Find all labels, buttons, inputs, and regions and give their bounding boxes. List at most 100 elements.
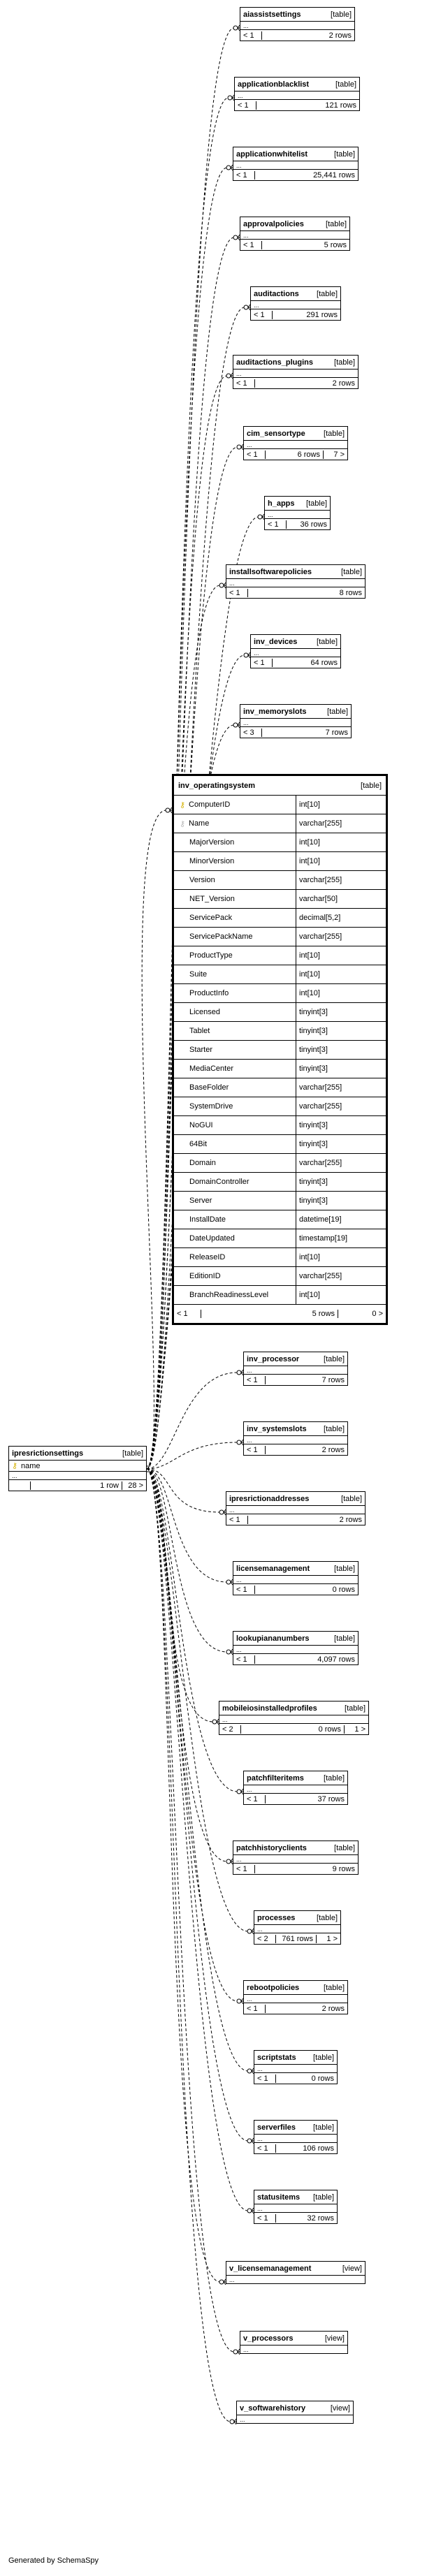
- table-header: h_apps[table]: [265, 497, 330, 510]
- table-name: lookupiananumbers: [236, 1634, 310, 1643]
- table-type: [table]: [334, 1634, 355, 1643]
- row-count: 5 rows: [261, 240, 349, 249]
- ellipsis: ...: [254, 649, 259, 657]
- column-type: varchar[255]: [299, 932, 342, 941]
- ellipsis: ...: [243, 2346, 249, 2353]
- table-header: patchhistoryclients[table]: [233, 1841, 358, 1854]
- row-count: 2 rows: [265, 2004, 347, 2013]
- crowfoot-marker: [240, 1439, 244, 1446]
- zero-or-many-marker: [233, 25, 238, 31]
- row-count: 2 rows: [261, 31, 354, 40]
- column-name-cell: BranchReadinessLevel: [174, 1286, 296, 1304]
- parents-count: < 1: [177, 1310, 188, 1318]
- column-type: tinyint[3]: [299, 1121, 328, 1129]
- crowfoot-marker: [216, 1718, 219, 1725]
- parents-count: < 1: [254, 310, 265, 319]
- row-count: 37 rows: [265, 1794, 347, 1803]
- crowfoot-marker: [237, 722, 240, 729]
- column-name-cell: ReleaseID: [174, 1248, 296, 1266]
- ellipsis: ...: [257, 2065, 263, 2072]
- parents-count: < 1: [236, 1655, 247, 1664]
- column-name: DateUpdated: [189, 1234, 235, 1243]
- table-v_licensemanagement[interactable]: v_licensemanagement[view]...: [226, 2261, 366, 2284]
- row-count: 2 rows: [265, 1445, 347, 1454]
- table-header: ipresrictionaddresses[table]: [226, 1492, 365, 1505]
- column-name: ProductInfo: [189, 989, 229, 997]
- column-name: InstallDate: [189, 1215, 226, 1224]
- parents-count: < 1: [257, 2074, 268, 2083]
- crowfoot-marker: [237, 2348, 240, 2355]
- table-type: [table]: [324, 1424, 345, 1433]
- table-ipresrictionsettings[interactable]: ipresrictionsettings[table]⚷name...1 row…: [8, 1446, 147, 1491]
- ellipsis: ...: [268, 511, 273, 518]
- relationship-line: [146, 1468, 231, 2422]
- column-name-cell: ⚷Name: [174, 814, 296, 833]
- table-type: [table]: [324, 1983, 345, 1992]
- ellipsis: ...: [257, 1925, 263, 1933]
- table-type: [table]: [334, 149, 355, 159]
- column-name-cell: Version: [174, 871, 296, 889]
- column-name-cell: Server: [174, 1192, 296, 1210]
- column-name: Tablet: [189, 1027, 210, 1035]
- column-name-cell: InstallDate: [174, 1210, 296, 1229]
- column-name-cell: ProductType: [174, 946, 296, 965]
- column-type: varchar[255]: [299, 819, 342, 828]
- column-name: Version: [189, 876, 215, 884]
- row-count: 64 rows: [272, 658, 340, 667]
- table-header: v_processors[view]: [240, 2332, 347, 2345]
- table-header: cim_sensortype[table]: [244, 427, 347, 440]
- crowfoot-marker: [251, 2207, 254, 2214]
- ellipsis: ...: [243, 719, 249, 726]
- zero-or-many-marker: [247, 2138, 252, 2144]
- table-v_processors[interactable]: v_processors[view]...: [240, 2331, 348, 2354]
- table-v_softwarehistory[interactable]: v_softwarehistory[view]...: [236, 2401, 354, 2424]
- column-name: ReleaseID: [189, 1253, 226, 1261]
- table-header: approvalpolicies[table]: [240, 217, 349, 230]
- column-type: int[10]: [299, 1253, 320, 1261]
- columns-collapsed: ...: [226, 2275, 365, 2283]
- column-name: Starter: [189, 1046, 213, 1054]
- crowfoot-marker: [240, 1998, 244, 2005]
- table-header: inv_operatingsystem[table]: [174, 776, 386, 795]
- columns-collapsed: ...: [244, 440, 347, 448]
- column-name-cell: ServicePackName: [174, 928, 296, 946]
- relationship-line: [146, 1468, 221, 2283]
- children-count: 7 >: [333, 450, 345, 459]
- table-name: installsoftwarepolicies: [229, 567, 312, 576]
- table-name: applicationblacklist: [238, 80, 310, 89]
- column-type: tinyint[3]: [299, 1140, 328, 1148]
- generator-footer: Generated by SchemaSpy: [8, 2556, 99, 2565]
- zero-or-many-marker: [236, 1370, 242, 1375]
- column-name: Licensed: [189, 1008, 221, 1016]
